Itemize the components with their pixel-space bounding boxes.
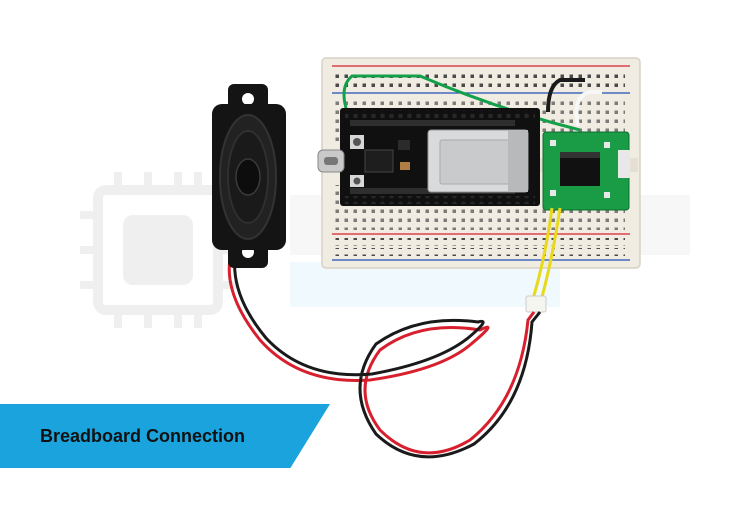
yellow-wire-right <box>538 207 562 305</box>
speaker-cable-red <box>227 249 536 455</box>
black-jumper-wire <box>546 78 585 113</box>
yellow-wire-left <box>530 207 554 303</box>
speaker-cable-black <box>233 249 542 459</box>
esp32-dev-board <box>317 108 540 206</box>
caption-banner <box>0 404 330 468</box>
speaker-connector <box>525 295 547 313</box>
amplifier-module <box>542 131 630 211</box>
speaker <box>212 84 286 268</box>
white-jumper-wire <box>574 90 602 127</box>
caption-label: Breadboard Connection <box>40 426 246 446</box>
